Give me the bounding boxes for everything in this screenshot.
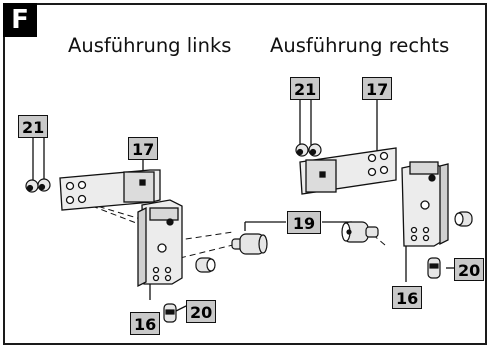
callout-17-left: 17 xyxy=(128,137,158,160)
callout-20-right: 20 xyxy=(454,258,484,281)
left-version-heading: Ausführung links xyxy=(68,34,232,57)
callout-21-left: 21 xyxy=(18,115,48,138)
callout-17-right: 17 xyxy=(362,77,392,100)
callout-16-left: 16 xyxy=(130,312,160,335)
callout-16-right: 16 xyxy=(392,286,422,309)
callout-19: 19 xyxy=(287,211,321,234)
panel-letter: F xyxy=(3,3,37,37)
callout-21-right: 21 xyxy=(290,77,320,100)
callout-20-left: 20 xyxy=(186,300,216,323)
right-version-heading: Ausführung rechts xyxy=(270,34,450,57)
